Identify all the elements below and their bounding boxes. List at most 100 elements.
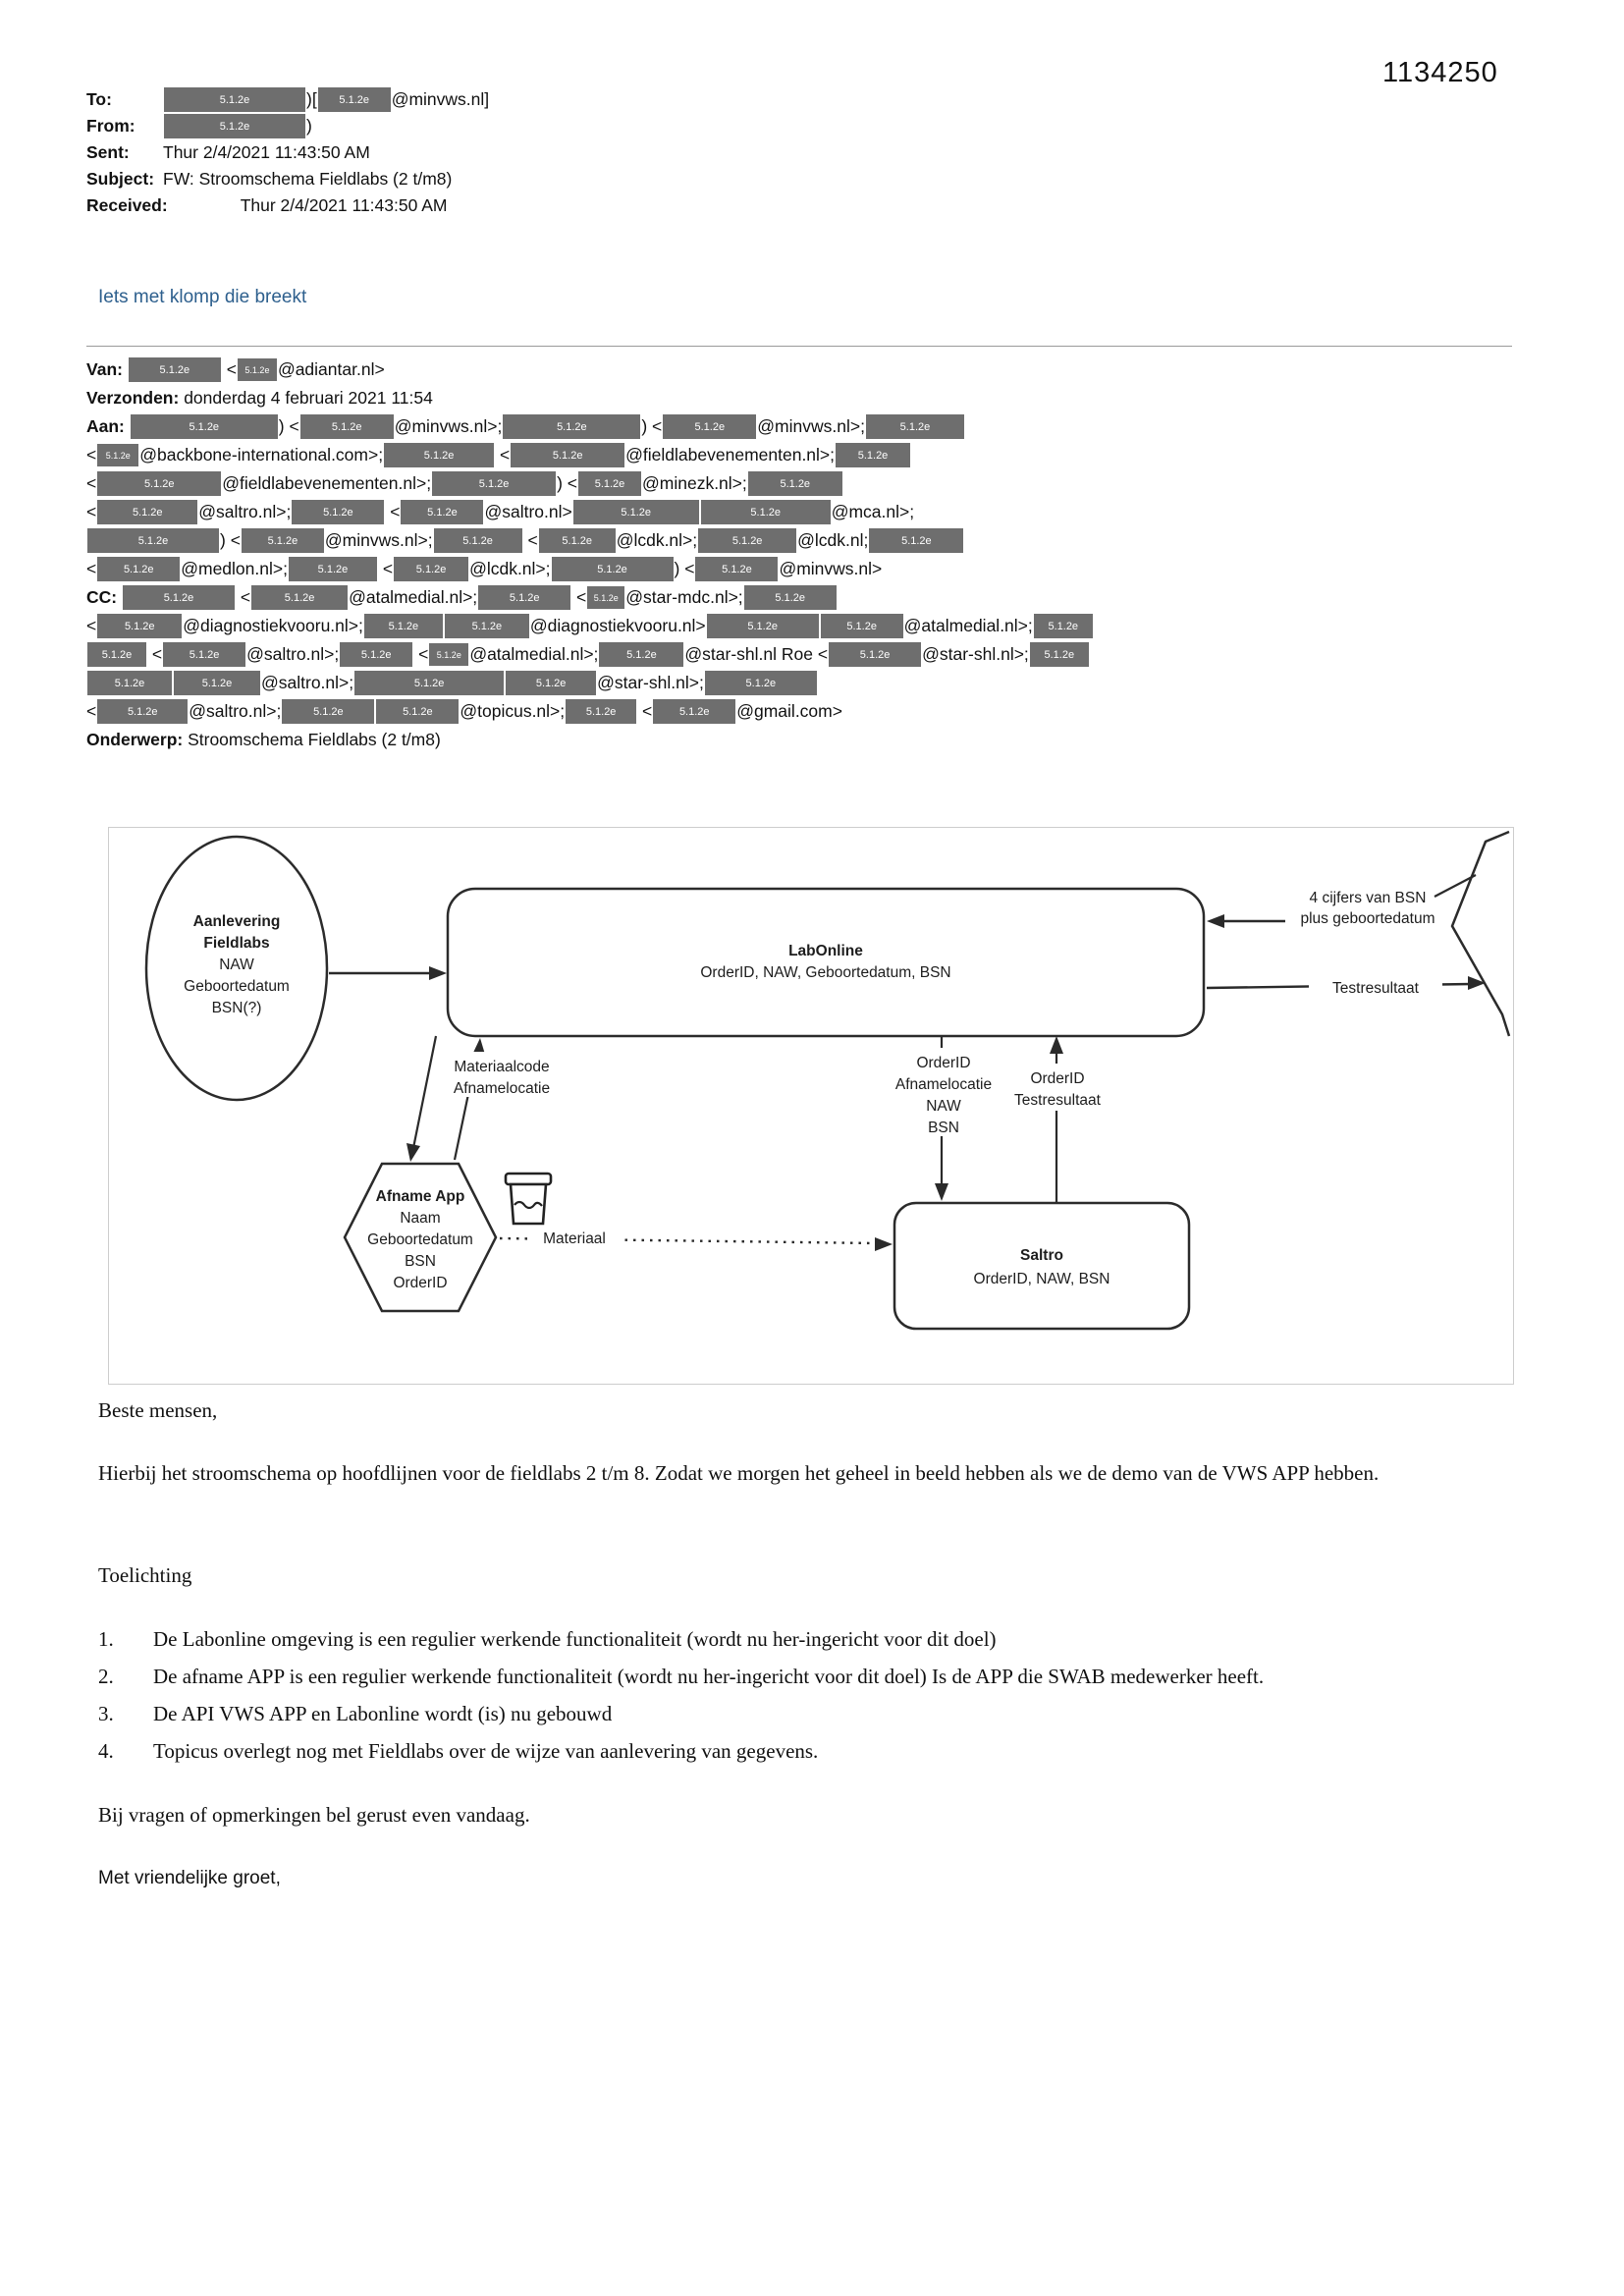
- recipient-line: Onderwerp: Stroomschema Fieldlabs (2 t/m…: [86, 726, 1004, 754]
- redaction-box: 5.1.2e: [653, 699, 736, 724]
- header-text: @star-mdc.nl>;: [625, 587, 743, 607]
- header-text: <: [221, 359, 237, 379]
- orderid-up-label: OrderID: [1030, 1070, 1084, 1087]
- header-text: @minvws.nl>;: [394, 416, 503, 436]
- redaction-box: 5.1.2e: [164, 114, 305, 138]
- header-text: ): [306, 116, 312, 136]
- bsn4-label-line2: plus geboortedatum: [1300, 910, 1435, 927]
- header-text: @minvws.nl>: [779, 559, 883, 578]
- list-item-text: De Labonline omgeving is een regulier we…: [153, 1627, 997, 1651]
- redaction-box: 5.1.2e: [829, 642, 922, 667]
- email-header-row: Received:Thur 2/4/2021 11:43:50 AM: [86, 192, 1029, 219]
- orderid-down-label: OrderID: [916, 1055, 970, 1071]
- redaction-box: 5.1.2e: [97, 699, 189, 724]
- header-text: @fieldlabevenementen.nl>;: [625, 445, 836, 465]
- redaction-box: 5.1.2e: [340, 642, 413, 667]
- vws-app-hexagon-partial: [1450, 830, 1511, 1037]
- orderid-down-label: Afnamelocatie: [895, 1076, 992, 1093]
- header-text: @diagnostiekvooru.nl>: [529, 616, 706, 635]
- header-text: @minvws.nl]: [391, 89, 490, 109]
- redaction-box: 5.1.2e: [865, 414, 964, 439]
- redaction-box: 5.1.2e: [122, 585, 235, 610]
- header-text: @adiantar.nl>: [277, 359, 385, 379]
- label-backplate: [1309, 973, 1442, 999]
- redaction-box: 5.1.2e: [174, 671, 260, 695]
- header-text: <: [86, 502, 97, 521]
- saltro-fields: OrderID, NAW, BSN: [974, 1271, 1110, 1287]
- header-text: @star-shl.nl>;: [597, 673, 704, 692]
- header-text: <: [86, 616, 97, 635]
- header-text: @mca.nl>;: [831, 502, 915, 521]
- ellipse-title-line2: Fieldlabs: [203, 935, 269, 952]
- arrowhead: [1207, 914, 1224, 928]
- header-text: [123, 359, 128, 380]
- redaction-box: 5.1.2e: [700, 500, 831, 524]
- header-text: @lcdk.nl;: [797, 530, 869, 550]
- header-text: @saltro.nl>;: [189, 701, 282, 721]
- header-text: @medlon.nl>;: [181, 559, 288, 578]
- field-label: Subject:: [86, 169, 155, 189]
- header-text: <: [147, 644, 163, 664]
- label-backplate: [1001, 1064, 1114, 1111]
- orderid-down-label: BSN: [928, 1120, 959, 1136]
- email-header-row: Subject:FW: Stroomschema Fieldlabs (2 t/…: [86, 166, 1029, 192]
- header-text: @star-shl.nl>;: [922, 644, 1029, 664]
- body-signoff: Met vriendelijke groet,: [98, 1868, 281, 1888]
- redaction-box: 5.1.2e: [506, 671, 597, 695]
- ellipse-field: BSN(?): [212, 1000, 262, 1016]
- list-item: 2.De afname APP is een regulier werkende…: [98, 1658, 1404, 1695]
- field-label: Onderwerp:: [86, 730, 184, 749]
- redaction-box: 5.1.2e: [503, 414, 641, 439]
- list-item-number: 1.: [98, 1627, 114, 1651]
- bsn4-connector-stub: [1434, 874, 1477, 898]
- header-text: @minezk.nl>;: [642, 473, 747, 493]
- email-subject-link[interactable]: Iets met klomp die breekt: [98, 287, 307, 307]
- labonline-fields: OrderID, NAW, Geboortedatum, BSN: [700, 964, 950, 981]
- header-text: ) <: [278, 416, 299, 436]
- recipient-line: 5.1.2e <5.1.2e@saltro.nl>;5.1.2e <5.1.2e…: [86, 640, 1089, 669]
- aanlevering-ellipse: [144, 835, 329, 1102]
- field-label: To:: [86, 89, 112, 109]
- recipient-line: Van: 5.1.2e <5.1.2e@adiantar.nl>: [86, 355, 1004, 384]
- arrowhead: [1468, 976, 1486, 990]
- redaction-box: 5.1.2e: [743, 585, 837, 610]
- redaction-box: 5.1.2e: [97, 500, 198, 524]
- header-text: <: [495, 445, 511, 465]
- header-text: @diagnostiekvooru.nl>;: [183, 616, 363, 635]
- ellipse-title-line1: Aanlevering: [193, 913, 281, 930]
- recipient-line: <5.1.2e@backbone-international.com>;5.1.…: [86, 441, 1004, 469]
- redaction-box: 5.1.2e: [429, 643, 469, 666]
- redaction-box: 5.1.2e: [87, 671, 172, 695]
- redaction-box: 5.1.2e: [706, 614, 819, 638]
- arrowhead: [935, 1183, 948, 1201]
- redaction-box: 5.1.2e: [394, 557, 469, 581]
- redaction-box: 5.1.2e: [704, 671, 817, 695]
- recipient-line: 5.1.2e) <5.1.2e@minvws.nl>;5.1.2e <5.1.2…: [86, 526, 1004, 555]
- header-text: <: [86, 473, 97, 493]
- header-text: <: [413, 644, 429, 664]
- redaction-box: 5.1.2e: [299, 414, 394, 439]
- header-text: <: [235, 587, 251, 607]
- ellipse-field: Geboortedatum: [184, 978, 290, 995]
- redaction-box: 5.1.2e: [836, 443, 911, 467]
- list-item: 3.De API VWS APP en Labonline wordt (is)…: [98, 1695, 1404, 1732]
- header-text: @gmail.com>: [736, 701, 842, 721]
- labonline-box: [446, 887, 1206, 1038]
- redaction-box: 5.1.2e: [698, 528, 797, 553]
- field-label: CC:: [86, 587, 118, 607]
- redaction-box: 5.1.2e: [97, 471, 222, 496]
- ellipse-field: NAW: [219, 957, 254, 973]
- materiaal-label: Materiaal: [543, 1230, 606, 1247]
- redaction-box: 5.1.2e: [317, 87, 391, 112]
- redaction-box: 5.1.2e: [538, 528, 616, 553]
- redaction-box: 5.1.2e: [163, 642, 246, 667]
- redaction-box: 5.1.2e: [130, 414, 278, 439]
- body-closing: Bij vragen of opmerkingen bel gerust eve…: [98, 1803, 530, 1827]
- redaction-box: 5.1.2e: [241, 528, 324, 553]
- redaction-box: 5.1.2e: [747, 471, 842, 496]
- redaction-box: 5.1.2e: [87, 642, 146, 667]
- header-text: ) <: [557, 473, 577, 493]
- afname-app-field: Geboortedatum: [367, 1231, 473, 1248]
